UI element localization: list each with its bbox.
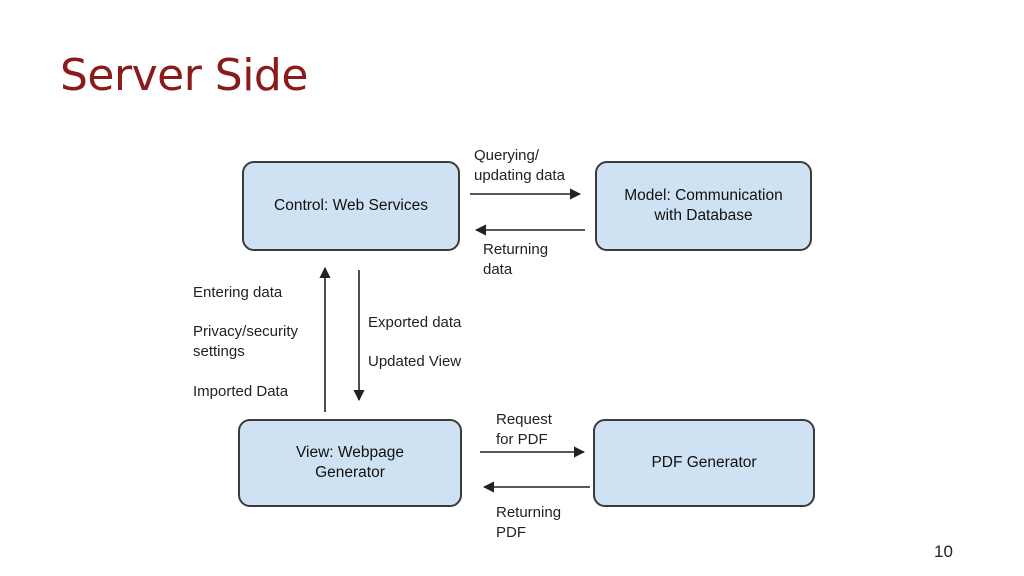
node-view-label: View: Webpage Generator	[295, 444, 404, 481]
label-imported-data: Imported Data	[193, 383, 289, 400]
node-view-webpage-generator: View: Webpage Generator	[238, 419, 462, 507]
label-exported-data: Exported data	[368, 314, 462, 331]
node-control-label: Control: Web Services	[274, 197, 428, 214]
page-number: 10	[934, 542, 953, 561]
label-entering-data: Entering data	[193, 284, 283, 301]
label-returning-pdf: Returning PDF	[496, 504, 562, 541]
label-querying-updating-data: Querying/ updating data	[474, 147, 565, 184]
label-request-for-pdf: Request for PDF	[496, 411, 552, 448]
node-pdf-generator: PDF Generator	[593, 419, 815, 507]
label-privacy-security-settings: Privacy/security settings	[193, 323, 299, 360]
node-model-label: Model: Communication with Database	[624, 187, 783, 224]
label-returning-data: Returning data	[483, 241, 549, 278]
node-control-web-services: Control: Web Services	[242, 161, 460, 251]
node-model-database: Model: Communication with Database	[595, 161, 812, 251]
label-updated-view: Updated View	[368, 353, 462, 370]
node-pdf-label: PDF Generator	[651, 454, 757, 471]
slide-title: Server Side	[60, 50, 308, 101]
